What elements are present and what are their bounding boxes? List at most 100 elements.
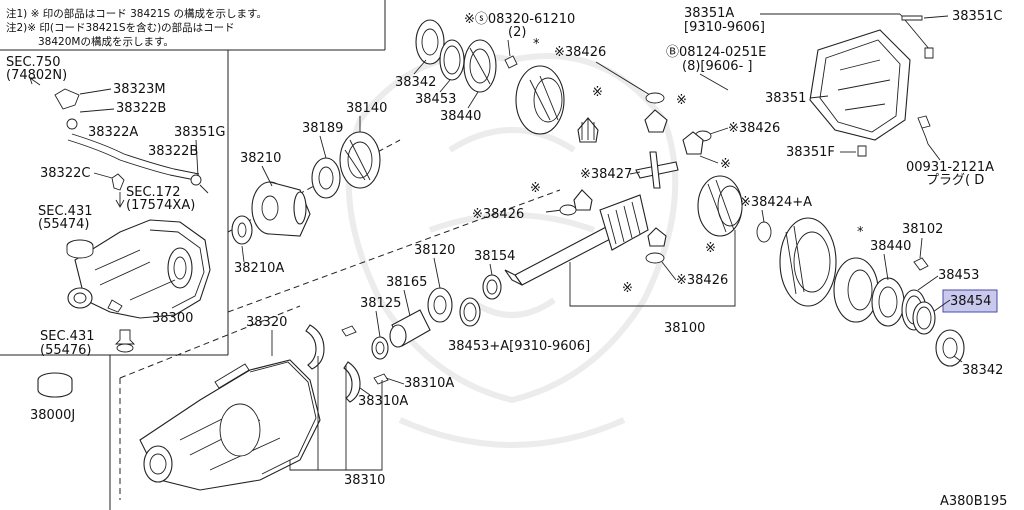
label-38189[interactable]: 38189 <box>302 121 343 136</box>
axle-housing-38310[interactable] <box>139 359 321 491</box>
pinion-gear-lower[interactable] <box>647 227 667 247</box>
asterisk-38426-a: ※ <box>592 85 603 100</box>
label-38342-right[interactable]: 38342 <box>962 363 1003 378</box>
differential-case-top[interactable] <box>515 65 565 135</box>
label-38322B-top[interactable]: 38322B <box>116 101 166 116</box>
drive-pinion-38100[interactable] <box>504 194 649 286</box>
label-38210[interactable]: 38210 <box>240 151 281 166</box>
label-38320[interactable]: 38320 <box>246 315 287 330</box>
label-38453A[interactable]: 38453+A[9310-9606] <box>448 339 590 354</box>
label-38210A[interactable]: 38210A <box>234 261 284 276</box>
companion-flange-38210[interactable] <box>251 181 311 237</box>
nut-38210A[interactable] <box>231 215 253 245</box>
thrust-washer-38426-d <box>645 252 665 264</box>
thrust-washer-38426-c <box>559 204 577 216</box>
bearing-38342-right[interactable] <box>935 329 965 367</box>
bearing-38342-top[interactable] <box>415 19 445 65</box>
pinion-shaft-38427[interactable] <box>635 151 679 189</box>
ring-gear[interactable] <box>779 217 837 307</box>
label-38310A-a[interactable]: 38310A <box>404 376 454 391</box>
label-38322B-mid[interactable]: 38322B <box>148 144 198 159</box>
asterisk-pinion-left: ※ <box>530 181 541 196</box>
label-00931-2121A[interactable]: 00931-2121A <box>906 160 994 175</box>
stud-38351C[interactable] <box>901 15 923 21</box>
pinion-gear-left[interactable] <box>573 189 593 211</box>
label-38342-top[interactable]: 38342 <box>395 75 436 90</box>
selected-part-highlight <box>942 289 998 313</box>
label-sec750[interactable]: SEC.750 <box>6 55 61 70</box>
rear-cover-38351[interactable] <box>809 29 911 141</box>
washer-38125[interactable] <box>371 336 389 360</box>
oil-seal-38189[interactable] <box>311 157 341 199</box>
label-38351F[interactable]: 38351F <box>786 145 835 160</box>
leader-38310 <box>289 380 383 471</box>
asterisk-38426-d: ※ <box>622 281 633 296</box>
label-38102[interactable]: 38102 <box>902 222 943 237</box>
label-38310[interactable]: 38310 <box>344 473 385 488</box>
differential-carrier-38300[interactable] <box>67 219 211 319</box>
side-gear-top[interactable] <box>577 117 599 143</box>
bolt-38102[interactable] <box>913 257 929 271</box>
label-38351[interactable]: 38351 <box>765 91 806 106</box>
shim-38454[interactable] <box>912 301 936 335</box>
label-38100[interactable]: 38100 <box>664 321 705 336</box>
label-38165[interactable]: 38165 <box>386 275 427 290</box>
spacer-38120[interactable] <box>427 287 453 323</box>
label-38154[interactable]: 38154 <box>474 249 515 264</box>
bearing-cap-38310A[interactable] <box>305 324 361 403</box>
label-sec431-b-sub: (55476) <box>40 343 92 358</box>
diff-case-right[interactable] <box>833 257 879 323</box>
bearing-38140[interactable] <box>339 131 381 189</box>
label-38453-right[interactable]: 38453 <box>938 268 979 283</box>
label-sec431-a[interactable]: SEC.431 <box>38 204 93 219</box>
label-38426-d[interactable]: ※38426 <box>676 273 728 288</box>
collapsible-spacer-38165[interactable] <box>389 309 431 348</box>
label-08320-61210[interactable]: ※ⓢ08320-61210 <box>464 12 575 27</box>
asterisk-case: * <box>533 37 540 52</box>
label-38351A[interactable]: 38351A <box>684 6 734 21</box>
pinion-gear-right[interactable] <box>682 131 704 155</box>
label-38000J[interactable]: 38000J <box>30 408 75 423</box>
label-08124-0251E[interactable]: Ⓑ08124-0251E <box>666 45 766 60</box>
plug-00931-2121A[interactable] <box>917 115 931 145</box>
label-38140[interactable]: 38140 <box>346 101 387 116</box>
side-gear-38424A[interactable] <box>697 175 743 237</box>
label-38120[interactable]: 38120 <box>414 243 455 258</box>
plug-38351F[interactable] <box>857 145 867 157</box>
label-38125[interactable]: 38125 <box>360 296 401 311</box>
note-line-1: 注1) ※ 印の部品はコード 38421S の構成を示します。 <box>6 7 267 20</box>
label-38426-a[interactable]: ※38426 <box>554 45 606 60</box>
label-38351C[interactable]: 38351C <box>952 9 1002 24</box>
label-08320-qty: (2) <box>508 25 526 40</box>
label-38427[interactable]: ※38427 <box>580 167 632 182</box>
washer-38154[interactable] <box>482 274 502 300</box>
shim-38453-top[interactable] <box>439 39 465 81</box>
label-38454[interactable]: 38454 <box>950 294 991 309</box>
diagram-id: A380B195 <box>940 494 1007 509</box>
label-38300[interactable]: 38300 <box>152 311 193 326</box>
label-sec172[interactable]: SEC.172 <box>126 185 181 200</box>
asterisk-ring-gear: * <box>857 225 864 240</box>
label-38322A[interactable]: 38322A <box>88 125 138 140</box>
label-00931-sub: プラグ( D <box>926 173 984 188</box>
label-sec431-a-sub: (55474) <box>38 217 90 232</box>
side-bearing-38440-top[interactable] <box>463 39 497 93</box>
label-38426-b[interactable]: ※38426 <box>728 121 780 136</box>
label-38440-top[interactable]: 38440 <box>440 109 481 124</box>
label-38426-c[interactable]: ※38426 <box>472 207 524 222</box>
bolt-cover <box>924 47 934 59</box>
label-38323M[interactable]: 38323M <box>113 82 166 97</box>
mount-bushing-55474-side <box>66 246 94 259</box>
shim-38453A[interactable] <box>459 297 481 327</box>
label-38322C[interactable]: 38322C <box>40 166 90 181</box>
label-38453-top[interactable]: 38453 <box>415 92 456 107</box>
label-38424A[interactable]: ※38424+A <box>740 195 812 210</box>
label-sec750-sub: (74802N) <box>6 68 67 83</box>
cap-38000J[interactable] <box>37 372 73 398</box>
label-38310A-b[interactable]: 38310A <box>358 394 408 409</box>
label-38351G[interactable]: 38351G <box>174 125 225 140</box>
label-sec431-b[interactable]: SEC.431 <box>40 329 95 344</box>
side-bearing-38440-right[interactable] <box>871 277 905 327</box>
pinion-gear-top-right[interactable] <box>644 109 668 133</box>
label-38440-right[interactable]: 38440 <box>870 239 911 254</box>
